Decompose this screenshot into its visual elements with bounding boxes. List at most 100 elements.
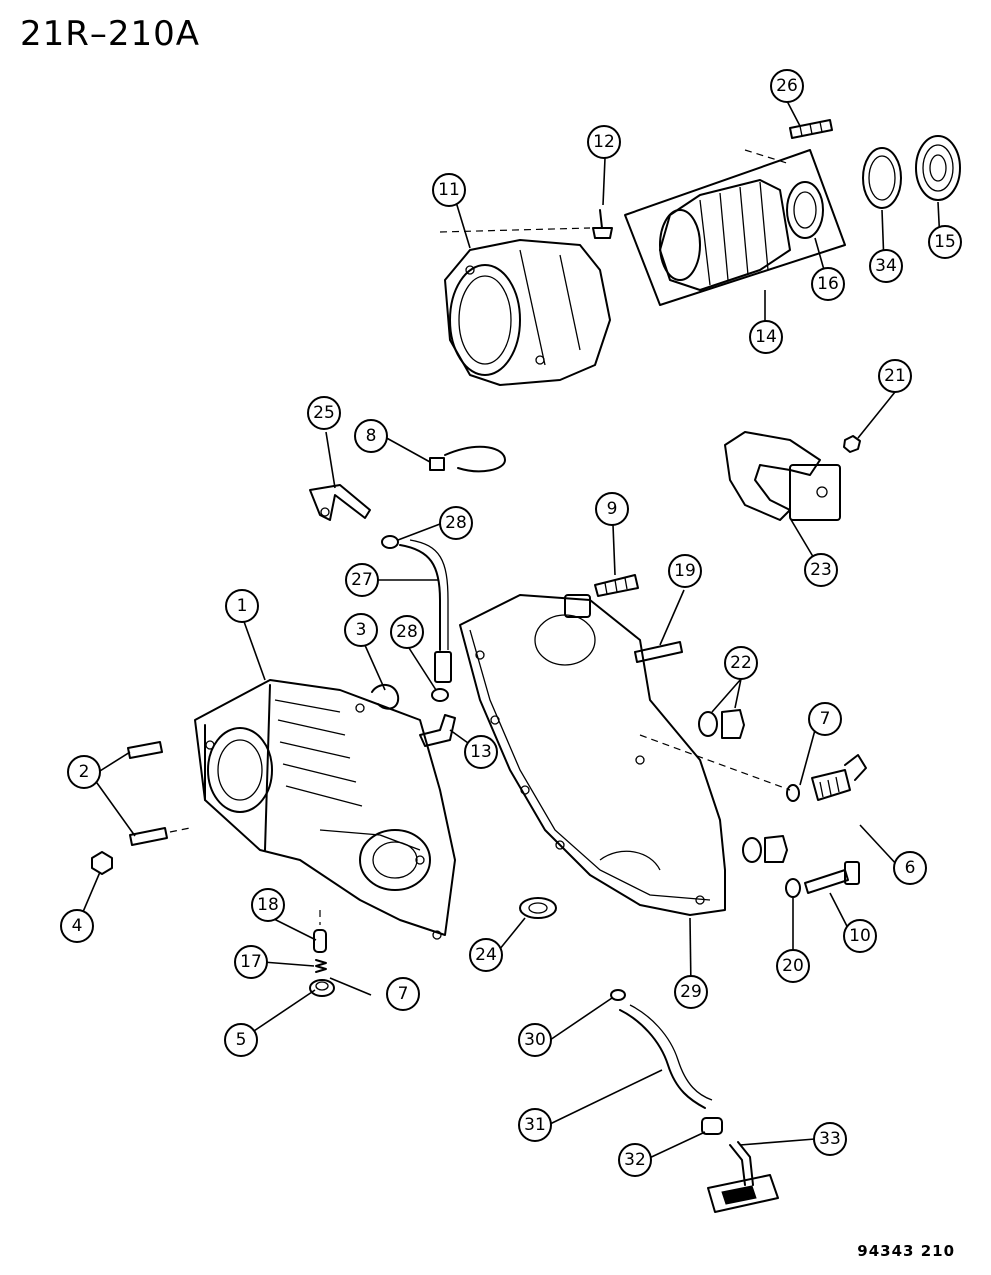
svg-text:34: 34 bbox=[875, 256, 897, 276]
rear-case-half bbox=[459, 594, 726, 916]
svg-text:20: 20 bbox=[782, 956, 804, 976]
callout-22: 22 bbox=[724, 646, 758, 680]
callout-11: 11 bbox=[432, 173, 466, 207]
svg-text:7: 7 bbox=[398, 984, 409, 1004]
callout-26: 26 bbox=[770, 69, 804, 103]
callout-14: 14 bbox=[749, 320, 783, 354]
svg-text:14: 14 bbox=[755, 327, 777, 347]
stud-2-lower bbox=[129, 827, 168, 846]
retainer-kit bbox=[624, 149, 846, 306]
svg-text:24: 24 bbox=[475, 945, 497, 965]
svg-text:8: 8 bbox=[366, 426, 377, 446]
seal-34 bbox=[862, 147, 902, 209]
washer-24 bbox=[519, 897, 557, 919]
svg-text:29: 29 bbox=[680, 982, 702, 1002]
bolt-12 bbox=[592, 209, 613, 239]
svg-text:27: 27 bbox=[351, 570, 373, 590]
svg-text:15: 15 bbox=[934, 232, 956, 252]
o-ring-30 bbox=[610, 989, 626, 1001]
vent-tube-27 bbox=[399, 539, 452, 683]
o-ring-28-lower bbox=[431, 688, 449, 702]
oil-pickup-33 bbox=[707, 1141, 779, 1213]
svg-text:4: 4 bbox=[72, 916, 83, 936]
snap-ring-3 bbox=[371, 684, 400, 710]
svg-text:26: 26 bbox=[776, 76, 798, 96]
extension-housing bbox=[444, 239, 611, 386]
svg-text:7: 7 bbox=[820, 709, 831, 729]
svg-text:32: 32 bbox=[624, 1150, 646, 1170]
callout-18: 18 bbox=[251, 888, 285, 922]
svg-text:6: 6 bbox=[905, 858, 916, 878]
callout-28-upper: 28 bbox=[439, 506, 473, 540]
callout-12: 12 bbox=[587, 125, 621, 159]
svg-text:19: 19 bbox=[674, 561, 696, 581]
stud-9 bbox=[594, 574, 639, 597]
svg-text:5: 5 bbox=[236, 1030, 247, 1050]
callout-32: 32 bbox=[618, 1143, 652, 1177]
spring-17 bbox=[315, 959, 327, 973]
bracket-module bbox=[724, 431, 841, 521]
svg-text:18: 18 bbox=[257, 895, 279, 915]
svg-text:28: 28 bbox=[396, 622, 418, 642]
callout-28-lower: 28 bbox=[390, 615, 424, 649]
svg-text:31: 31 bbox=[524, 1115, 546, 1135]
drain-plug-22 bbox=[742, 835, 788, 863]
callout-21: 21 bbox=[878, 359, 912, 393]
callout-31: 31 bbox=[518, 1108, 552, 1142]
callout-9: 9 bbox=[595, 492, 629, 526]
plug-5 bbox=[309, 979, 335, 997]
washer-20 bbox=[785, 878, 801, 898]
callout-16: 16 bbox=[811, 267, 845, 301]
callout-17: 17 bbox=[234, 945, 268, 979]
svg-text:17: 17 bbox=[240, 952, 262, 972]
callout-30: 30 bbox=[518, 1023, 552, 1057]
callout-4: 4 bbox=[60, 909, 94, 943]
svg-text:23: 23 bbox=[810, 560, 832, 580]
svg-text:33: 33 bbox=[819, 1129, 841, 1149]
callout-29: 29 bbox=[674, 975, 708, 1009]
svg-text:13: 13 bbox=[470, 742, 492, 762]
callout-34: 34 bbox=[869, 249, 903, 283]
callout-19: 19 bbox=[668, 554, 702, 588]
callout-8: 8 bbox=[354, 419, 388, 453]
svg-text:21: 21 bbox=[884, 366, 906, 386]
stud-2-upper bbox=[127, 741, 163, 759]
callout-7-lower: 7 bbox=[386, 977, 420, 1011]
front-case-half bbox=[194, 679, 456, 940]
svg-text:22: 22 bbox=[730, 653, 752, 673]
callout-13: 13 bbox=[464, 735, 498, 769]
svg-text:25: 25 bbox=[313, 403, 335, 423]
svg-text:30: 30 bbox=[524, 1030, 546, 1050]
svg-text:11: 11 bbox=[438, 180, 460, 200]
callout-15: 15 bbox=[928, 225, 962, 259]
callout-6: 6 bbox=[893, 851, 927, 885]
callout-2: 2 bbox=[67, 755, 101, 789]
callout-23: 23 bbox=[804, 553, 838, 587]
sensor-6 bbox=[811, 754, 867, 801]
stud-19 bbox=[634, 641, 683, 663]
callout-25: 25 bbox=[307, 396, 341, 430]
stud-26 bbox=[789, 119, 833, 139]
svg-text:10: 10 bbox=[849, 926, 871, 946]
callout-7-upper: 7 bbox=[808, 702, 842, 736]
callout-27: 27 bbox=[345, 563, 379, 597]
svg-text:3: 3 bbox=[356, 620, 367, 640]
oil-tube-31 bbox=[619, 1004, 713, 1109]
shift-lever-25 bbox=[309, 484, 371, 521]
leader-lines bbox=[76, 100, 941, 1161]
svg-text:1: 1 bbox=[237, 596, 248, 616]
o-ring-7-sensor bbox=[786, 784, 800, 802]
figure-code: 21R–210A bbox=[20, 14, 201, 54]
o-ring-28-upper bbox=[381, 535, 399, 549]
fill-plug-22 bbox=[698, 709, 745, 739]
callout-1: 1 bbox=[225, 589, 259, 623]
callout-3: 3 bbox=[344, 613, 378, 647]
nut-21 bbox=[843, 435, 861, 453]
clamp-8 bbox=[429, 445, 506, 473]
svg-text:2: 2 bbox=[79, 762, 90, 782]
seal-15 bbox=[915, 135, 961, 201]
callout-20: 20 bbox=[776, 949, 810, 983]
svg-text:12: 12 bbox=[593, 132, 615, 152]
coupler-32 bbox=[701, 1117, 723, 1135]
